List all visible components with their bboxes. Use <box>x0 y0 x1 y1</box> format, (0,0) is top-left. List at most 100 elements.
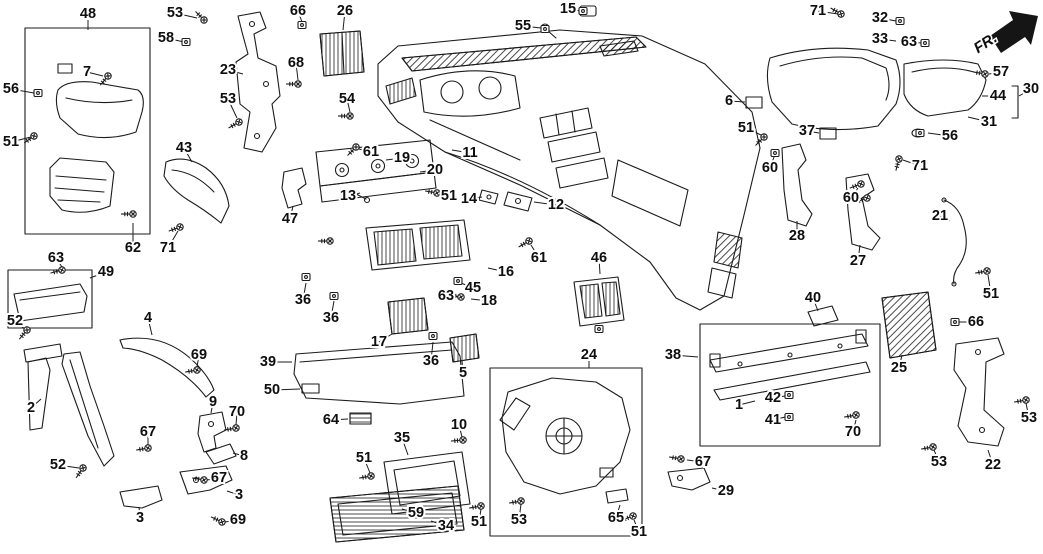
callout-53: 53 <box>931 454 947 470</box>
callout-38: 38 <box>665 347 681 363</box>
leader-line-51 <box>633 519 640 533</box>
leader-line-49 <box>89 271 107 279</box>
callout-48: 48 <box>80 6 96 22</box>
clip-icon <box>301 272 311 282</box>
clip-icon <box>578 6 588 16</box>
leader-line-58 <box>165 37 185 43</box>
leader-line-67 <box>206 477 220 481</box>
callout-30: 30 <box>1023 81 1039 97</box>
callout-56: 56 <box>3 81 19 97</box>
cluster-visor <box>766 47 901 131</box>
callout-33: 33 <box>872 31 888 47</box>
leader-line-29 <box>711 487 727 492</box>
leader-line-14 <box>468 196 483 200</box>
leader-line-9 <box>210 401 214 414</box>
callout-35: 35 <box>394 430 410 446</box>
screw-icon <box>621 512 637 522</box>
leader-line-71 <box>902 159 921 167</box>
leader-line-51 <box>10 136 32 143</box>
glovebox-lid <box>55 81 144 139</box>
leader-line-51 <box>363 457 371 474</box>
callout-16: 16 <box>498 264 514 280</box>
leader-line-54 <box>346 98 351 113</box>
leader-line-36 <box>302 282 307 301</box>
fastener-icons <box>18 6 1030 526</box>
leader-line-57 <box>988 71 1002 75</box>
lower-panel <box>293 341 465 405</box>
screw-icon <box>195 11 208 24</box>
leader-line-59 <box>401 508 417 514</box>
callout-68: 68 <box>288 55 304 71</box>
screw-icon <box>121 210 137 218</box>
detail-box-24 <box>489 367 643 537</box>
leader-line-56 <box>927 132 951 137</box>
callout-28: 28 <box>789 228 805 244</box>
callout-61: 61 <box>363 144 379 160</box>
leader-line-69 <box>196 354 200 368</box>
clip-icon <box>950 317 960 327</box>
leader-line-41 <box>772 416 786 421</box>
callout-53: 53 <box>1021 410 1037 426</box>
callout-51: 51 <box>738 120 754 136</box>
leader-line-63 <box>908 41 922 44</box>
callout-43: 43 <box>176 140 192 156</box>
screw-icon <box>921 443 937 451</box>
callout-45: 45 <box>465 280 481 296</box>
screw-icon <box>338 112 354 120</box>
callout-41: 41 <box>765 412 781 428</box>
leader-line-16 <box>487 267 507 273</box>
screw-icon <box>50 266 66 275</box>
leader-line-13 <box>347 192 361 197</box>
leader-line-70 <box>852 419 857 433</box>
clip-icon <box>784 412 794 422</box>
callout-49: 49 <box>98 264 114 280</box>
callout-36: 36 <box>295 292 311 308</box>
callout-8: 8 <box>240 448 248 464</box>
callout-24: 24 <box>581 347 597 363</box>
leader-line-45 <box>460 282 474 289</box>
leader-line-53 <box>174 12 198 19</box>
leader-line-8 <box>232 452 245 457</box>
screw-icon <box>286 80 302 88</box>
leader-line-27 <box>857 244 861 262</box>
callout-51: 51 <box>356 450 372 466</box>
leader-line-64 <box>330 418 349 421</box>
callout-58: 58 <box>158 30 174 46</box>
leader-line-26 <box>342 10 346 31</box>
leader-line-53 <box>1025 402 1030 419</box>
leader-line-33 <box>879 38 897 42</box>
callout-32: 32 <box>872 10 888 26</box>
corner-trim <box>163 158 230 224</box>
callout-66: 66 <box>290 3 306 19</box>
leader-line-47 <box>289 205 294 220</box>
screw-icon <box>855 194 871 204</box>
leader-line-63 <box>55 257 63 268</box>
leader-line-30 <box>1018 88 1032 97</box>
callout-12: 12 <box>548 197 564 213</box>
leader-line-67 <box>686 459 704 463</box>
leader-line-18 <box>470 298 490 302</box>
callout-34: 34 <box>438 518 454 534</box>
callout-51: 51 <box>631 524 647 540</box>
leader-line-61 <box>358 148 372 153</box>
clip-icon <box>540 24 550 34</box>
leader-line-51 <box>478 508 482 523</box>
clip-icon <box>770 148 780 158</box>
callout-71: 71 <box>160 240 176 256</box>
screw-icon <box>168 223 184 233</box>
clip-icon <box>181 37 191 47</box>
screw-icon <box>844 411 860 419</box>
callout-53: 53 <box>167 5 183 21</box>
clip-icon <box>594 324 604 334</box>
callout-7: 7 <box>83 64 91 80</box>
screw-icon <box>18 326 31 340</box>
leader-line-69 <box>224 519 239 523</box>
leader-lines <box>10 8 1032 533</box>
leader-line-23 <box>227 69 244 75</box>
callout-17: 17 <box>371 334 387 350</box>
leader-line-68 <box>295 62 299 81</box>
callout-51: 51 <box>983 286 999 302</box>
screw-icon <box>359 472 375 480</box>
